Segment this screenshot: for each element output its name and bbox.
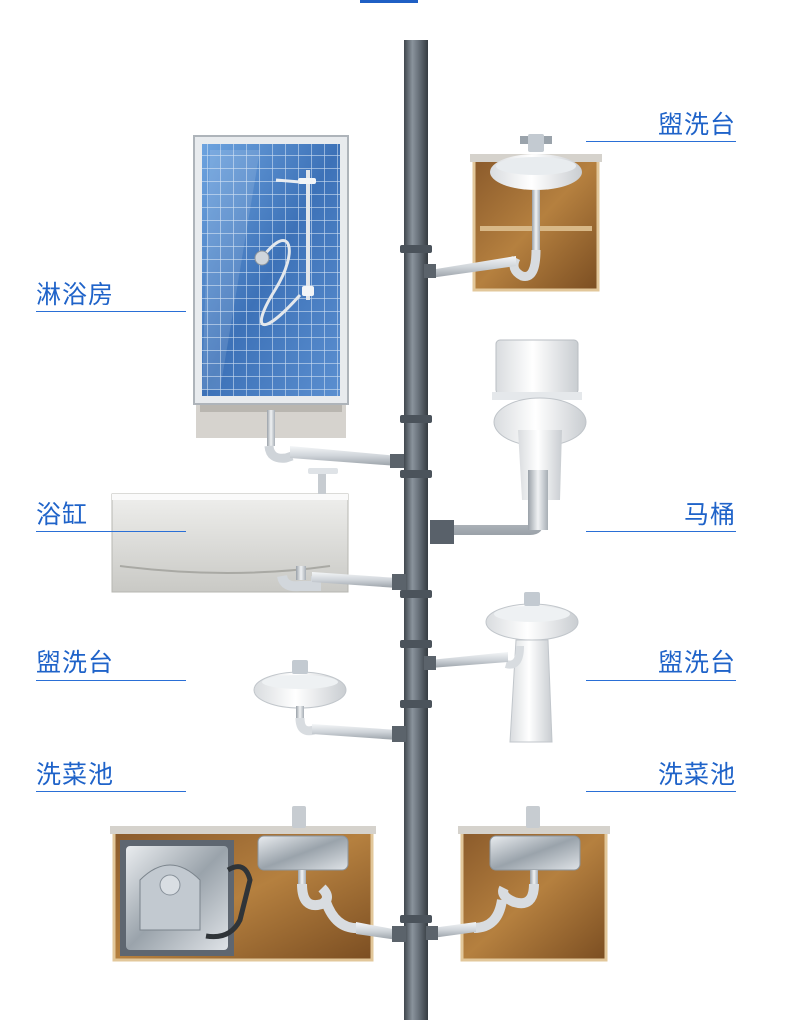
rule-toilet: [586, 531, 736, 532]
top-accent-bar: [360, 0, 418, 3]
rule-basin-top-right: [586, 141, 736, 142]
pedestal-basin: [424, 592, 579, 743]
basin-cabinet-top-right: [424, 134, 602, 292]
rule-shower: [36, 311, 186, 312]
rule-basin-right: [586, 680, 736, 681]
rule-basin-left: [36, 680, 186, 681]
label-shower: 淋浴房: [36, 280, 115, 309]
label-kitchen-sink-right: 洗菜池: [657, 760, 736, 789]
rule-kitchen-sink-left: [36, 791, 186, 792]
label-bathtub: 浴缸: [36, 500, 89, 529]
pipe-couplings: [400, 245, 432, 923]
shower-enclosure: [193, 135, 404, 468]
rule-kitchen-sink-right: [586, 791, 736, 792]
toilet: [430, 339, 587, 544]
label-basin-right: 盥洗台: [657, 648, 736, 677]
label-basin-left: 盥洗台: [36, 648, 115, 677]
label-kitchen-sink-left: 洗菜池: [36, 760, 115, 789]
kitchen-cabinet-left: [110, 806, 406, 962]
label-toilet: 马桶: [683, 500, 736, 529]
label-basin-top-right: 盥洗台: [657, 110, 736, 139]
kitchen-cabinet-right: [426, 806, 610, 962]
main-stack-pipe: [404, 40, 428, 1020]
wall-basin: [253, 660, 406, 742]
rule-bathtub: [36, 531, 186, 532]
bathtub: [111, 468, 406, 593]
